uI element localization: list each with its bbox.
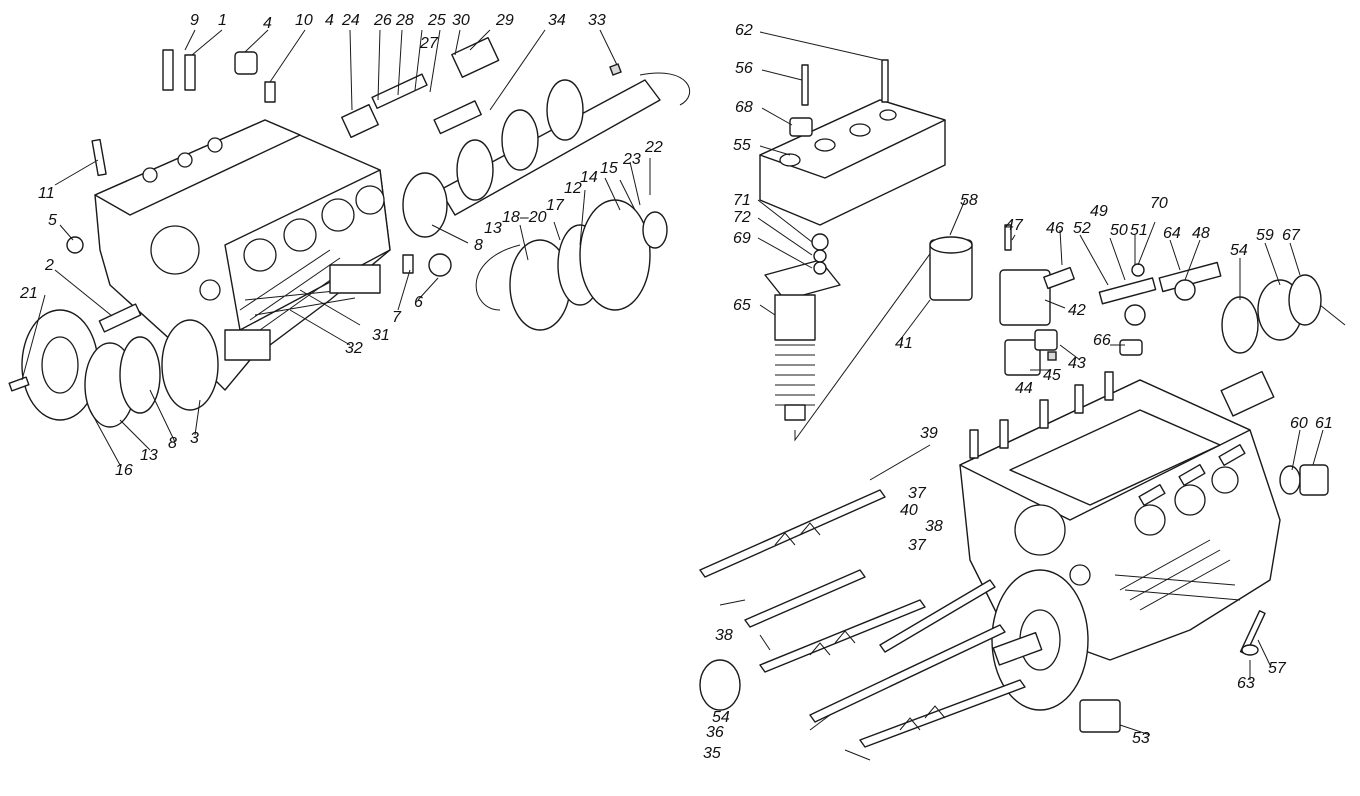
label-40: 40 (900, 502, 918, 519)
label-8: 8 (474, 237, 483, 254)
label-9: 9 (190, 12, 199, 29)
label-60: 60 (1290, 415, 1308, 432)
label-63: 63 (1237, 675, 1255, 692)
label-58: 58 (960, 192, 978, 209)
label-72: 72 (733, 209, 751, 226)
label-13: 13 (140, 447, 158, 464)
label-59: 59 (1256, 227, 1274, 244)
label-68: 68 (735, 99, 753, 116)
label-43: 43 (1068, 355, 1086, 372)
label-31: 31 (372, 327, 390, 344)
label-64: 64 (1163, 225, 1181, 242)
label-21: 21 (19, 285, 38, 302)
label-45: 45 (1043, 367, 1061, 384)
label-4: 4 (263, 15, 272, 32)
label-24: 24 (341, 12, 360, 29)
label-17: 17 (546, 197, 565, 214)
label-50: 50 (1110, 222, 1128, 239)
left-pump-housing (94, 119, 391, 391)
right-leader-lines (757, 31, 1346, 736)
left-bearings-and-flanges (8, 199, 668, 428)
label-23: 23 (622, 151, 641, 168)
label-11: 11 (38, 185, 55, 202)
label-37: 37 (908, 485, 927, 502)
label-13: 13 (484, 220, 502, 237)
label-52: 52 (1073, 220, 1091, 237)
right-plunger-element (764, 233, 945, 442)
label-16: 16 (115, 462, 133, 479)
label-48: 48 (1192, 225, 1210, 242)
label-29: 29 (495, 12, 514, 29)
label-61: 61 (1315, 415, 1333, 432)
label-44: 44 (1015, 380, 1033, 397)
label-51: 51 (1130, 222, 1148, 239)
label-32: 32 (345, 340, 363, 357)
label-4: 4 (325, 12, 334, 29)
label-49: 49 (1090, 203, 1108, 220)
label-3: 3 (190, 430, 199, 447)
label-33: 33 (588, 12, 606, 29)
right-control-racks (699, 489, 1026, 761)
label-47: 47 (1005, 217, 1024, 234)
label-62: 62 (735, 22, 753, 39)
label-30: 30 (452, 12, 470, 29)
label-34: 34 (548, 12, 566, 29)
label-54: 54 (712, 709, 730, 726)
label-38: 38 (925, 518, 943, 535)
label-53: 53 (1132, 730, 1150, 747)
right-small-parts (699, 224, 1329, 733)
part-number-labels: 9 1 4 10 4 24 26 28 25 30 27 29 34 33 11… (19, 12, 1333, 762)
label-28: 28 (395, 12, 414, 29)
label-70: 70 (1150, 195, 1168, 212)
label-12: 12 (564, 180, 582, 197)
label-18-20: 18–20 (502, 209, 547, 226)
label-8: 8 (168, 435, 177, 452)
label-37: 37 (908, 537, 927, 554)
label-41: 41 (895, 335, 913, 352)
label-27: 27 (419, 35, 439, 52)
label-26: 26 (373, 12, 392, 29)
label-14: 14 (580, 169, 598, 186)
right-drive-flange (991, 569, 1089, 711)
label-35: 35 (703, 745, 721, 762)
label-57: 57 (1268, 660, 1287, 677)
label-25: 25 (427, 12, 446, 29)
label-54: 54 (1230, 242, 1248, 259)
label-1: 1 (218, 12, 227, 29)
label-5: 5 (48, 212, 57, 229)
left-camshaft (402, 63, 690, 238)
label-39: 39 (920, 425, 938, 442)
label-55: 55 (733, 137, 751, 154)
label-71: 71 (733, 192, 751, 209)
label-67: 67 (1282, 227, 1301, 244)
label-15: 15 (600, 160, 618, 177)
label-36: 36 (706, 724, 724, 741)
label-66: 66 (1093, 332, 1111, 349)
label-6: 6 (414, 294, 423, 311)
label-65: 65 (733, 297, 751, 314)
left-studs-and-fittings (66, 36, 500, 333)
left-leader-lines (21, 29, 651, 466)
label-56: 56 (735, 60, 753, 77)
label-7: 7 (392, 309, 402, 326)
label-69: 69 (733, 230, 751, 247)
label-22: 22 (644, 139, 663, 156)
right-top-cover-plate (759, 59, 946, 226)
label-46: 46 (1046, 220, 1064, 237)
label-10: 10 (295, 12, 313, 29)
label-2: 2 (44, 257, 54, 274)
label-38: 38 (715, 627, 733, 644)
label-42: 42 (1068, 302, 1086, 319)
